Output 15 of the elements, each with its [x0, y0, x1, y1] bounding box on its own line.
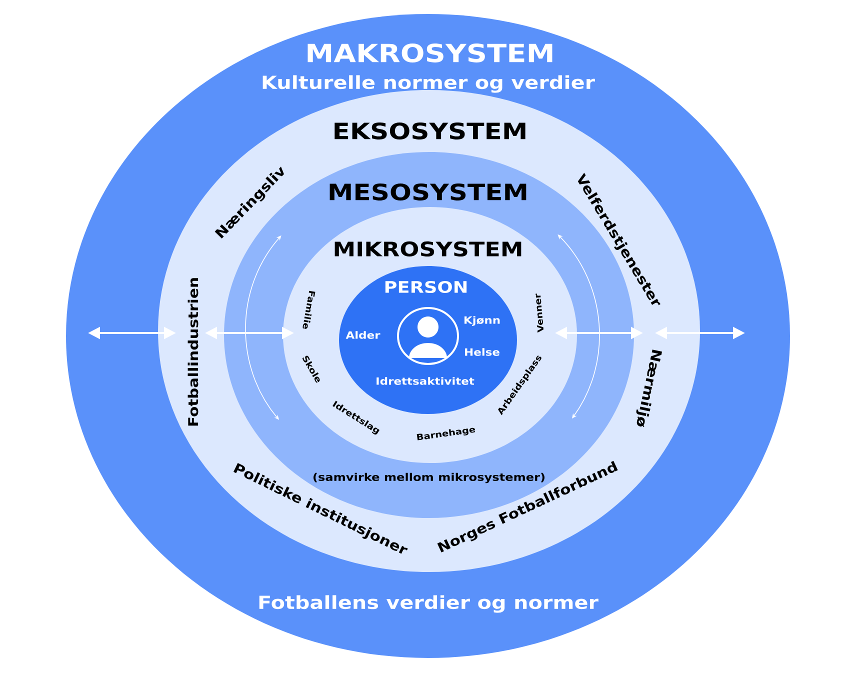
label: Familie [302, 290, 316, 329]
label: Fotballens verdier og normer [259, 595, 598, 613]
label: Barnehage [416, 428, 476, 440]
label: Venner [536, 294, 544, 333]
level-title: MAKROSYSTEM [308, 44, 552, 62]
person-title: PERSON [385, 280, 467, 294]
label: Kulturelle normer og verdier [262, 75, 595, 93]
label: Fotballindustrien [188, 278, 198, 426]
label: Alder [346, 331, 380, 339]
level-title: EKSOSYSTEM [334, 122, 526, 140]
label: Idrettsaktivitet [376, 377, 474, 385]
label: Kjønn [464, 316, 500, 326]
level-title: MESOSYSTEM [330, 183, 526, 200]
level-title: MIKROSYSTEM [334, 241, 522, 257]
label: Helse [465, 348, 500, 356]
